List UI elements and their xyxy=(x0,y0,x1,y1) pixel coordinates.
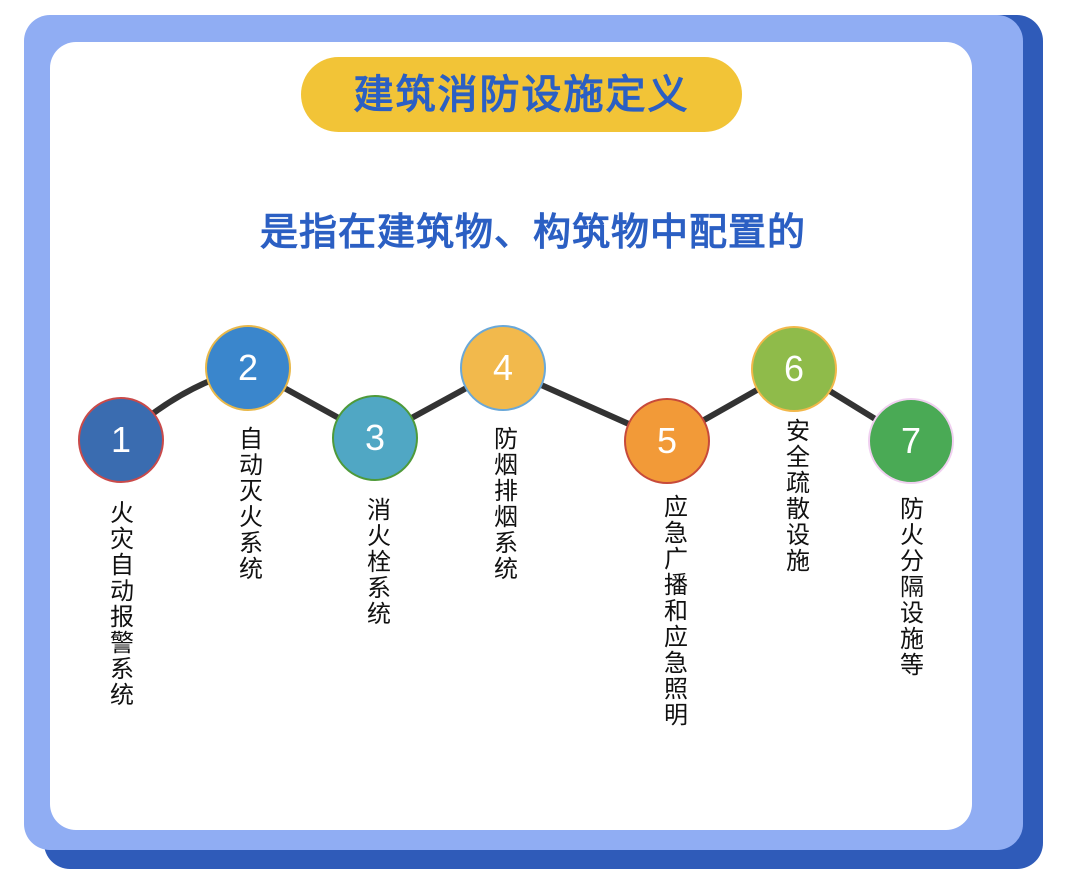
step-number: 6 xyxy=(783,348,805,389)
step-node-3: 3 xyxy=(332,395,418,481)
step-number: 3 xyxy=(364,417,386,458)
step-label-4: 防烟排烟系统 xyxy=(494,425,518,583)
step-label-2: 自动灭火系统 xyxy=(239,425,263,583)
step-number: 7 xyxy=(900,420,922,461)
step-node-7: 7 xyxy=(868,398,954,484)
step-number: 1 xyxy=(110,419,132,460)
step-label-3: 消火栓系统 xyxy=(367,496,391,628)
step-node-5: 5 xyxy=(624,398,710,484)
step-node-2: 2 xyxy=(205,325,291,411)
title-banner: 建筑消防设施定义 xyxy=(301,57,742,132)
step-number: 5 xyxy=(656,420,678,461)
step-label-1: 火灾自动报警系统 xyxy=(110,499,134,709)
page-title: 建筑消防设施定义 xyxy=(353,71,690,118)
step-node-6: 6 xyxy=(751,326,837,412)
step-node-1: 1 xyxy=(78,397,164,483)
step-label-5: 应急广播和应急照明 xyxy=(664,493,688,729)
definition-subtitle: 是指在建筑物、构筑物中配置的 xyxy=(259,210,806,254)
step-label-7: 防火分隔设施等 xyxy=(900,495,924,679)
content-panel xyxy=(50,42,972,830)
step-number: 4 xyxy=(492,347,514,388)
step-number: 2 xyxy=(237,347,259,388)
step-node-4: 4 xyxy=(460,325,546,411)
step-label-6: 安全疏散设施 xyxy=(786,417,810,575)
